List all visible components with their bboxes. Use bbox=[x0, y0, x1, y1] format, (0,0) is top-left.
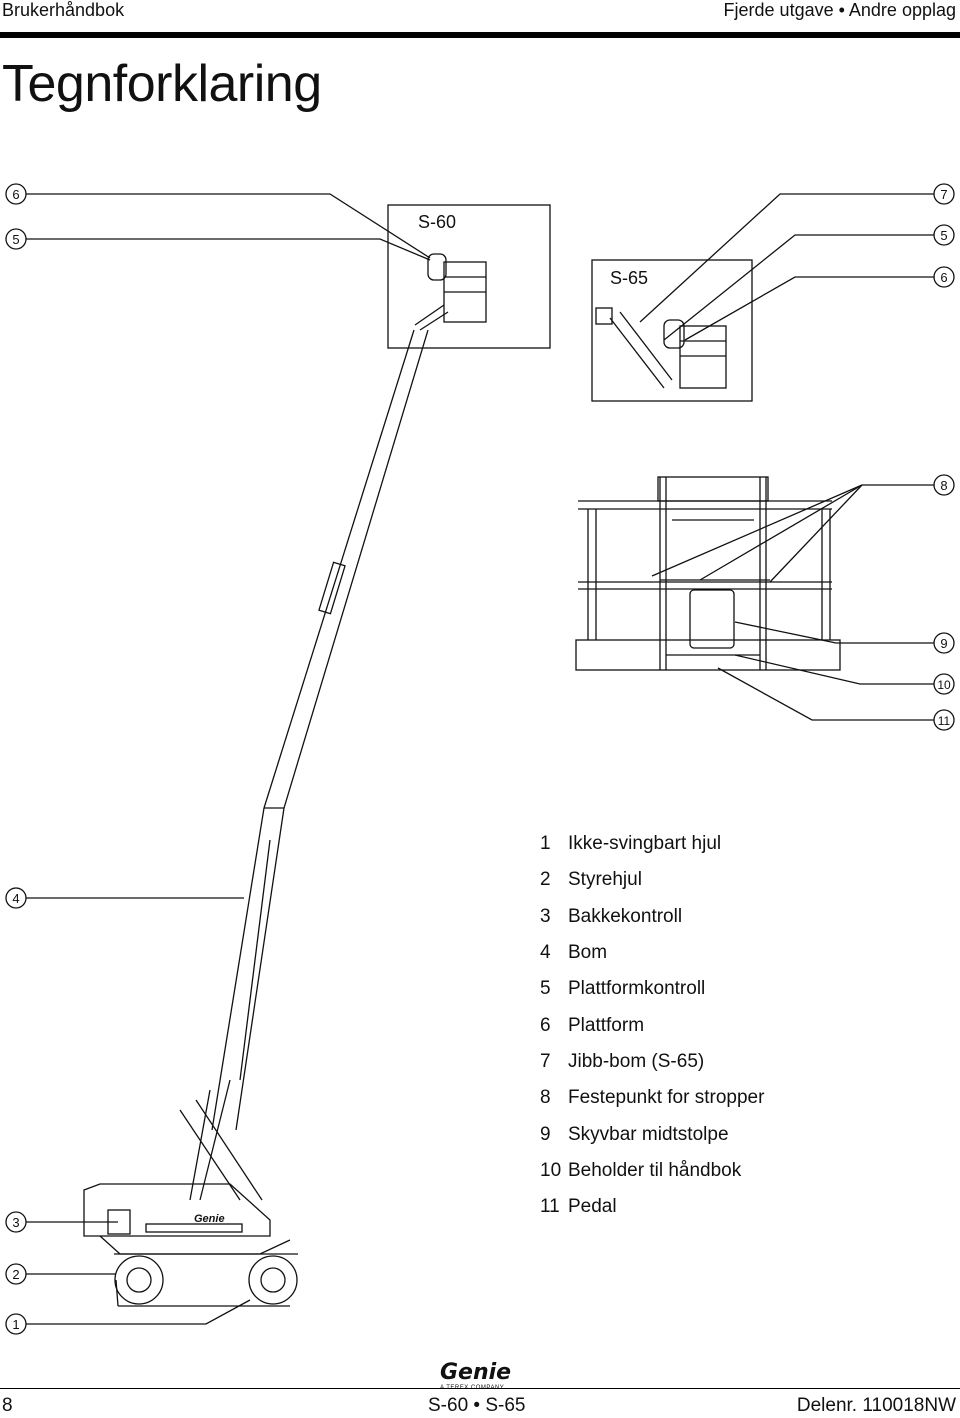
inset-s60-platform bbox=[414, 253, 487, 331]
header-manual-title: Brukerhåndbok bbox=[2, 0, 125, 20]
callout-left-2: 2 bbox=[5, 1263, 116, 1285]
svg-text:6: 6 bbox=[940, 270, 947, 285]
header-edition: Fjerde utgave • Andre opplag bbox=[723, 0, 956, 20]
chassis: Genie bbox=[83, 1183, 298, 1307]
svg-text:10: 10 bbox=[937, 678, 951, 692]
callout-left-5: 5 bbox=[5, 228, 431, 261]
genie-logo: Genie A TEREX COMPANY bbox=[440, 1360, 512, 1391]
svg-text:6: 6 bbox=[12, 187, 19, 202]
footer-models: S-60 • S-65 bbox=[428, 1395, 526, 1416]
platform-detail bbox=[575, 476, 841, 671]
inset-s65-label: S-65 bbox=[610, 268, 648, 288]
svg-text:3: 3 bbox=[12, 1215, 19, 1230]
header-rule bbox=[0, 32, 960, 38]
footer-rule bbox=[0, 1388, 960, 1389]
callout-right-9: 9 bbox=[734, 621, 955, 654]
callout-left-6: 6 bbox=[5, 183, 431, 259]
svg-text:2: 2 bbox=[12, 1267, 19, 1282]
inset-s65-frame bbox=[591, 259, 753, 402]
callout-left-3: 3 bbox=[5, 1211, 118, 1233]
svg-text:9: 9 bbox=[940, 636, 947, 651]
inset-s60-label: S-60 bbox=[418, 212, 456, 232]
inset-s60-frame bbox=[387, 204, 551, 349]
callout-right-11: 11 bbox=[717, 667, 955, 731]
callout-right-6: 6 bbox=[684, 266, 955, 341]
page-number: 8 bbox=[2, 1395, 13, 1416]
callout-right-10: 10 bbox=[734, 654, 955, 695]
callout-right-8: 8 bbox=[651, 474, 955, 583]
callout-left-1: 1 bbox=[5, 1299, 251, 1335]
inset-s65-platform bbox=[595, 307, 727, 389]
page-title: Tegnforklaring bbox=[2, 55, 322, 113]
boom bbox=[179, 329, 429, 1201]
callout-left-4: 4 bbox=[5, 887, 244, 909]
svg-text:4: 4 bbox=[12, 891, 19, 906]
chassis-logo: Genie bbox=[194, 1213, 225, 1225]
callout-right-7: 7 bbox=[639, 183, 955, 323]
svg-text:1: 1 bbox=[12, 1317, 19, 1332]
svg-text:5: 5 bbox=[940, 228, 947, 243]
svg-text:8: 8 bbox=[940, 478, 947, 493]
svg-text:11: 11 bbox=[938, 714, 951, 728]
callout-right-5: 5 bbox=[663, 224, 955, 341]
svg-text:5: 5 bbox=[12, 232, 19, 247]
part-number: Delenr. 110018NW bbox=[796, 1395, 956, 1416]
svg-text:7: 7 bbox=[940, 187, 947, 202]
